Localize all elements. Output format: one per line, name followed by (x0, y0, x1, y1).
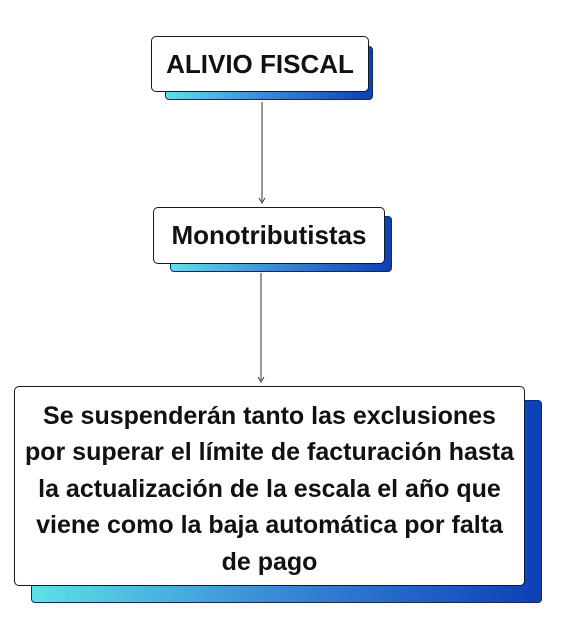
node-box: Monotributistas (153, 207, 385, 264)
node-box: ALIVIO FISCAL (151, 36, 369, 92)
connector-monotributistas-to-suspension (257, 273, 265, 383)
node-label: ALIVIO FISCAL (166, 48, 354, 79)
connector-alivio-to-monotributistas (258, 102, 266, 204)
node-monotributistas: Monotributistas (153, 207, 392, 273)
node-suspension-detail: Se suspenderán tanto las exclusiones por… (14, 386, 544, 604)
node-box: Se suspenderán tanto las exclusiones por… (14, 386, 525, 586)
node-label: Monotributistas (171, 220, 367, 250)
node-label: Se suspenderán tanto las exclusiones por… (24, 401, 515, 576)
node-alivio-fiscal: ALIVIO FISCAL (151, 36, 373, 102)
